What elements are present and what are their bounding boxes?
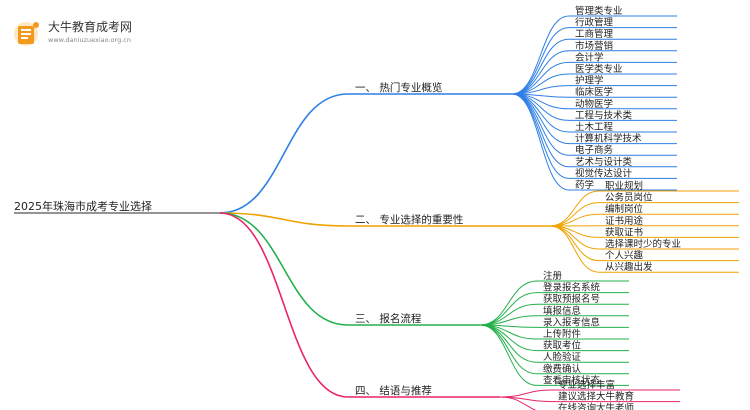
leaf-node: 在线咨询大牛老师	[558, 402, 634, 410]
leaf-connector	[511, 50, 570, 95]
branch-connector	[219, 212, 349, 326]
leaf-connector	[479, 324, 538, 386]
leaf-node: 行政管理	[575, 17, 614, 29]
leaf-connector	[479, 280, 538, 326]
leaf-node: 土木工程	[575, 121, 614, 133]
leaf-connector	[511, 93, 570, 156]
branch-label: 三、 报名流程	[355, 312, 422, 325]
leaf-node: 查看审核状态	[543, 374, 601, 386]
leaf-node: 上传附件	[543, 328, 582, 340]
leaf-node: 动物医学	[575, 98, 613, 110]
leaf-node: 电子商务	[575, 144, 614, 156]
leaf-connector	[549, 190, 600, 227]
leaf-node: 注册	[543, 270, 563, 282]
branch-label: 二、 专业选择的重要性	[355, 213, 463, 226]
leaf-node: 药学	[575, 179, 594, 191]
leaf-node: 获取考位	[543, 340, 582, 352]
brand-logo: 大牛教育成考网 www.daniuzuexiao.org.cn	[12, 16, 132, 52]
branch-connector	[219, 212, 349, 227]
leaf-connector	[511, 93, 570, 191]
leaf-connector	[479, 324, 538, 352]
leaf-node: 工商管理	[575, 28, 614, 40]
branch-connector	[219, 93, 349, 214]
brand-url: www.daniuzuexiao.org.cn	[48, 36, 131, 44]
leaf-node: 医学类专业	[575, 63, 623, 75]
brand-name: 大牛教育成考网	[48, 20, 133, 34]
leaf-node: 选择课时少的专业	[605, 238, 681, 250]
leaf-node: 填报信息	[543, 305, 581, 317]
leaf-connector	[499, 396, 537, 410]
leaf-node: 市场营销	[575, 40, 614, 52]
leaf-node: 艺术与设计类	[575, 156, 633, 168]
leaf-connector	[549, 213, 600, 227]
leaf-node: 会计学	[575, 51, 604, 63]
leaf-node: 登录报名系统	[543, 282, 601, 294]
leaf-node: 计算机科学技术	[575, 133, 642, 145]
leaf-node: 职业规划	[605, 180, 643, 192]
root-node: 2025年珠海市成考专业选择	[14, 199, 152, 213]
leaf-node: 人脸验证	[543, 351, 582, 363]
leaf-connector	[479, 303, 538, 326]
branch-label: 四、 结语与推荐	[355, 384, 432, 397]
leaf-node: 获取预报名号	[543, 293, 600, 305]
leaf-node: 获取证书	[605, 227, 644, 238]
leaf-connector	[499, 389, 553, 398]
leaf-node: 编制岗位	[605, 203, 644, 215]
leaf-node: 临床医学	[575, 86, 613, 98]
branch-label: 一、 热门专业概览	[355, 81, 442, 94]
leaf-node: 公务员岗位	[605, 192, 653, 204]
leaf-connector	[479, 324, 538, 363]
leaf-connector	[511, 93, 570, 133]
leaf-node: 护理学	[575, 75, 604, 87]
leaf-connector	[511, 15, 570, 95]
branch-connector	[219, 212, 349, 398]
leaf-connector	[511, 27, 570, 95]
leaf-node: 录入报考信息	[543, 316, 600, 328]
leaf-node: 缴费确认	[543, 363, 582, 375]
leaf-node: 建议选择大牛教育	[558, 391, 634, 403]
leaf-node: 证书用途	[605, 215, 644, 227]
book-logo-icon	[14, 22, 39, 46]
leaf-node: 视觉传达设计	[575, 167, 633, 179]
leaf-node: 从兴趣出发	[605, 261, 653, 273]
leaf-node: 个人兴趣	[605, 250, 644, 262]
leaf-node: 管理类专业	[575, 5, 623, 17]
leaf-connector	[549, 225, 600, 273]
leaf-node: 专业选择丰富	[558, 379, 615, 391]
leaf-node: 工程与技术类	[575, 109, 633, 121]
